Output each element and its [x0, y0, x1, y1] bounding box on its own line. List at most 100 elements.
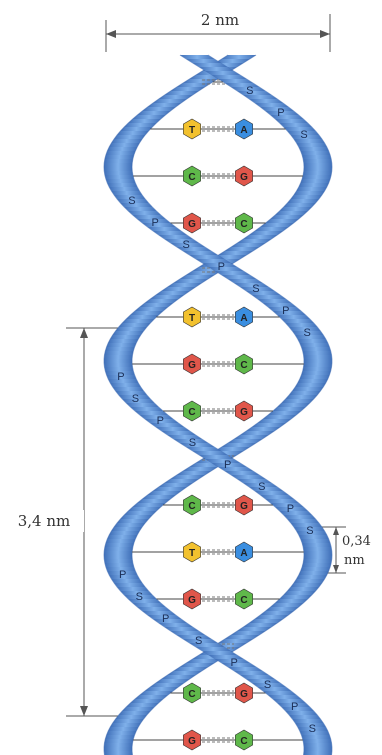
- base-right-label: G: [240, 407, 248, 418]
- strand-a-segment: [303, 559, 332, 563]
- strand-b-segment: [282, 399, 314, 403]
- base-left-label: T: [189, 125, 195, 136]
- pitch-label: 3,4 nm: [18, 512, 71, 530]
- strand-a-segment: [113, 331, 144, 335]
- strand-b-segment: [301, 347, 330, 351]
- base-left-label: T: [189, 313, 195, 324]
- strand-b-segment: [301, 735, 330, 739]
- strand-b-segment: [301, 371, 330, 375]
- base-right-label: C: [240, 360, 247, 371]
- base-right-label: G: [240, 689, 248, 700]
- base-pair: GC: [133, 730, 303, 750]
- width-dimension: 2 nm: [106, 10, 330, 52]
- strand-b-segment: [111, 191, 142, 195]
- strand-b-segment: [289, 715, 320, 719]
- strand-b-segment: [128, 599, 160, 603]
- strand-b-segment: [121, 515, 153, 519]
- strand-a-segment: [303, 171, 332, 175]
- strand-a-segment: [104, 351, 133, 355]
- strand-b-segment: [121, 127, 153, 131]
- backbone-label: P: [119, 569, 126, 581]
- strand-b-segment: [104, 555, 132, 559]
- strand-b-segment: [303, 351, 332, 355]
- strand-b-segment: [107, 147, 137, 151]
- strand-b-segment: [114, 135, 145, 139]
- strand-a-segment: [287, 587, 318, 591]
- strand-b-segment: [128, 211, 160, 215]
- strand-a-segment: [135, 307, 168, 311]
- strand-b-segment: [278, 403, 310, 407]
- backbone-label: S: [300, 129, 307, 141]
- backbone-label: P: [224, 459, 231, 471]
- strand-b-segment: [300, 343, 330, 347]
- strand-a-segment: [156, 427, 190, 431]
- backbone-label: S: [306, 525, 313, 537]
- base-pair: TA: [150, 119, 285, 139]
- base-pair: TA: [156, 307, 279, 327]
- strand-b-segment: [304, 355, 332, 359]
- pitch-dimension: 3,4 nm: [2, 328, 118, 716]
- strand-a-segment: [119, 711, 151, 715]
- strand-b-segment: [124, 511, 156, 515]
- base-right-label: G: [240, 501, 248, 512]
- strand-b-segment: [114, 523, 145, 527]
- strand-b-segment: [111, 579, 142, 583]
- strand-b-segment: [111, 139, 142, 143]
- strand-a-segment: [302, 175, 331, 179]
- base-left-label: G: [188, 360, 196, 371]
- strand-b-segment: [273, 699, 306, 703]
- strand-b-segment: [128, 507, 160, 511]
- base-right-label: A: [240, 125, 247, 136]
- strand-a-segment: [299, 183, 329, 187]
- strand-a-segment: [260, 495, 293, 499]
- strand-a-segment: [303, 159, 332, 163]
- base-left-label: G: [188, 736, 196, 747]
- strand-b-segment: [104, 159, 133, 163]
- strand-a-segment: [275, 211, 307, 215]
- strand-b-segment: [142, 223, 175, 227]
- strand-a-segment: [297, 575, 327, 579]
- strand-b-segment: [105, 175, 134, 179]
- base-right-label: A: [240, 548, 247, 559]
- strand-a-segment: [104, 355, 132, 359]
- strand-b-segment: [268, 695, 301, 699]
- base-left-label: C: [188, 501, 195, 512]
- rise-label-line2: nm: [344, 553, 365, 568]
- backbone-label: S: [128, 195, 135, 207]
- strand-b-segment: [292, 387, 323, 391]
- strand-a-segment: [302, 155, 331, 159]
- strand-b-segment: [273, 407, 306, 411]
- strand-a-segment: [280, 207, 312, 211]
- strand-b-segment: [295, 383, 325, 387]
- strand-b-segment: [298, 379, 328, 383]
- strand-a-segment: [299, 147, 329, 151]
- backbone-label: P: [230, 657, 237, 669]
- backbone-label: P: [157, 415, 164, 427]
- strand-a-segment: [291, 583, 322, 587]
- strand-b-segment: [109, 531, 139, 535]
- strand-a-segment: [304, 167, 332, 171]
- strand-b-segment: [105, 563, 134, 567]
- strand-b-segment: [104, 547, 133, 551]
- strand-a-segment: [110, 335, 140, 339]
- strand-a-segment: [108, 727, 138, 731]
- strand-b-segment: [289, 391, 320, 395]
- strand-a-segment: [271, 215, 304, 219]
- strand-b-segment: [303, 367, 332, 371]
- strand-b-segment: [137, 607, 170, 611]
- base-pair: CG: [170, 683, 265, 703]
- strand-a-segment: [122, 319, 154, 323]
- backbone-label: S: [252, 283, 259, 295]
- backbone-label: P: [162, 613, 169, 625]
- strand-b-segment: [107, 183, 137, 187]
- strand-b-segment: [282, 319, 314, 323]
- strand-b-segment: [104, 167, 132, 171]
- strand-b-segment: [124, 207, 156, 211]
- backbone-label: S: [136, 591, 143, 603]
- strand-b-segment: [304, 751, 332, 755]
- strand-a-segment: [249, 99, 283, 103]
- strand-b-segment: [109, 143, 139, 147]
- strand-b-segment: [114, 583, 145, 587]
